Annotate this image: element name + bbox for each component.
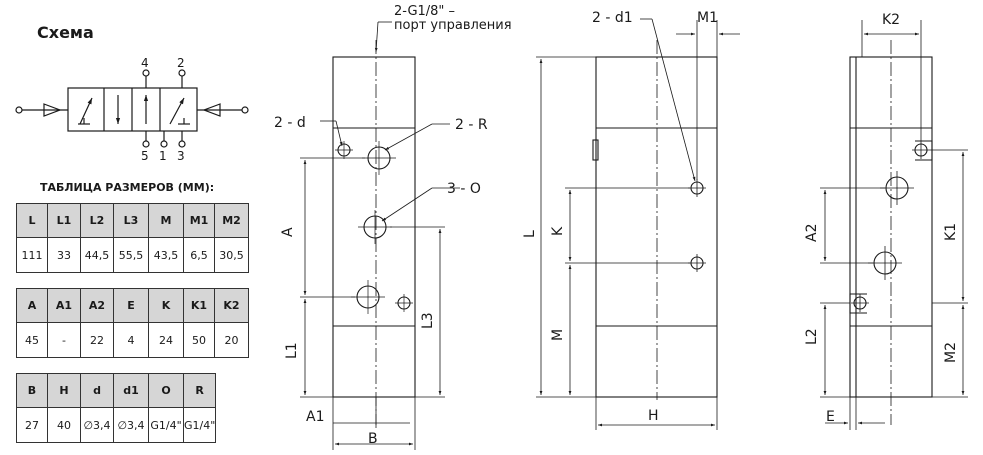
callout-r: 2 - R [455, 117, 488, 133]
table-value-cell: 40 [47, 407, 81, 443]
table-value-cell: G1/4" [182, 407, 217, 443]
side-view-dimensions [536, 18, 740, 430]
table-header-cell: L2 [80, 203, 114, 238]
table-header-cell: d [80, 373, 114, 408]
port-label-3: 3 [177, 149, 185, 163]
table-value-cell: 111 [16, 237, 48, 273]
table-value-row: 111 33 44,5 55,5 43,5 6,5 30,5 [16, 237, 249, 273]
dimension-table-2: A A1 A2 E K K1 K2 45 - 22 4 24 50 20 [16, 288, 249, 358]
table-value-cell: 24 [148, 322, 184, 358]
table-value-cell: 6,5 [183, 237, 215, 273]
port-label-5: 5 [141, 149, 149, 163]
table-value-cell: 30,5 [214, 237, 249, 273]
dim-label-l2: L2 [804, 328, 820, 345]
table-header-cell: O [148, 373, 184, 408]
table-header-cell: K [148, 288, 184, 323]
dim-label-e: E [826, 409, 835, 425]
front-view-centerlines [335, 141, 413, 314]
table-header-row: L L1 L2 L3 M M1 M2 [16, 203, 249, 238]
dim-label-m2: M2 [943, 342, 959, 363]
valve-schematic [15, 69, 249, 148]
callout-control-port-line1: 2-G1/8" – [394, 4, 455, 19]
table-header-cell: M [148, 203, 184, 238]
table-value-cell: 22 [80, 322, 114, 358]
table-header-cell: M2 [214, 203, 249, 238]
table-header-row: B H d d1 O R [16, 373, 217, 408]
table-value-cell: ∅3,4 [80, 407, 114, 443]
dim-label-l: L [522, 230, 538, 238]
table-value-row: 27 40 ∅3,4 ∅3,4 G1/4" G1/4" [16, 407, 217, 443]
dim-label-a: A [280, 227, 296, 237]
table-header-cell: L [16, 203, 48, 238]
table-value-cell: 20 [214, 322, 249, 358]
dim-label-a1: A1 [306, 409, 324, 425]
table-header-cell: L1 [47, 203, 81, 238]
dimension-table-3: B H d d1 O R 27 40 ∅3,4 ∅3,4 G1/4" G1/4" [16, 373, 217, 443]
dim-label-l3: L3 [420, 312, 436, 329]
table-value-cell: G1/4" [148, 407, 184, 443]
port-label-4: 4 [141, 56, 149, 70]
table-value-cell: 33 [47, 237, 81, 273]
table-title: ТАБЛИЦА РАЗМЕРОВ (ММ): [40, 181, 215, 194]
table-value-cell: 27 [16, 407, 48, 443]
table-header-cell: R [182, 373, 217, 408]
front-view [332, 40, 416, 425]
table-header-cell: K2 [214, 288, 249, 323]
table-value-cell: 50 [183, 322, 215, 358]
port-label-1: 1 [159, 149, 167, 163]
dim-label-m: M [550, 329, 566, 341]
dim-label-k1: K1 [943, 223, 959, 241]
table-header-cell: K1 [183, 288, 215, 323]
dim-label-k2: K2 [882, 12, 900, 28]
callout-control-port-line2: порт управления [394, 18, 512, 33]
dimension-table-1: L L1 L2 L3 M M1 M2 111 33 44,5 55,5 43,5… [16, 203, 249, 273]
table-header-cell: A [16, 288, 48, 323]
side-view-outline [595, 56, 718, 398]
rear-view [849, 40, 933, 425]
table-value-cell: - [47, 322, 81, 358]
front-view-dimensions [300, 21, 460, 450]
table-value-row: 45 - 22 4 24 50 20 [16, 322, 249, 358]
table-header-cell: L3 [113, 203, 149, 238]
port-label-2: 2 [177, 56, 185, 70]
dim-label-l1: L1 [284, 342, 300, 359]
scheme-title: Схема [37, 23, 94, 42]
table-value-cell: 55,5 [113, 237, 149, 273]
table-value-cell: ∅3,4 [113, 407, 149, 443]
callout-d1: 2 - d1 [592, 10, 633, 26]
table-value-cell: 44,5 [80, 237, 114, 273]
rear-view-dimensions [820, 20, 968, 430]
table-header-cell: H [47, 373, 81, 408]
callout-d: 2 - d [274, 115, 306, 131]
callout-o: 3 - O [447, 181, 481, 197]
table-header-row: A A1 A2 E K K1 K2 [16, 288, 249, 323]
dim-label-k: K [550, 226, 566, 236]
dim-label-b: B [368, 431, 378, 447]
side-view [592, 40, 718, 400]
dim-label-a2: A2 [804, 224, 820, 242]
dim-label-m1: M1 [697, 10, 718, 26]
table-header-cell: E [113, 288, 149, 323]
dim-label-h: H [648, 408, 659, 424]
table-value-cell: 45 [16, 322, 48, 358]
